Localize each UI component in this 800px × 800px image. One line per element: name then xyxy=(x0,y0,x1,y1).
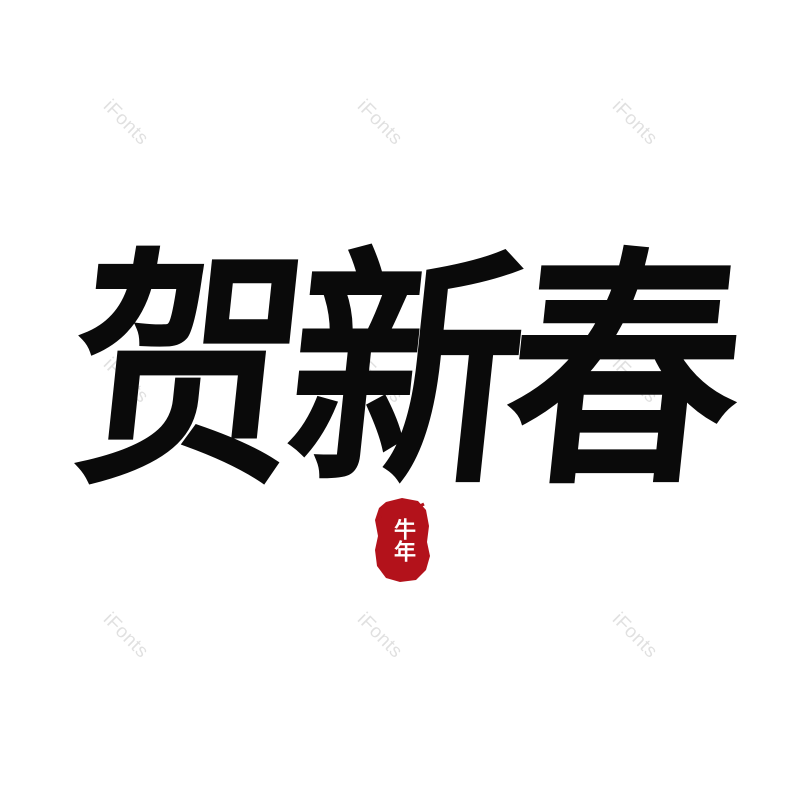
watermark: iFonts xyxy=(352,608,407,663)
watermark: iFonts xyxy=(607,95,662,150)
watermark: iFonts xyxy=(352,95,407,150)
watermark: iFonts xyxy=(98,95,153,150)
watermark: iFonts xyxy=(607,608,662,663)
watermark: iFonts xyxy=(98,608,153,663)
seal-label: 牛年 xyxy=(390,518,415,562)
seal-shape xyxy=(375,498,430,582)
red-seal-stamp: 牛年 xyxy=(372,496,432,584)
